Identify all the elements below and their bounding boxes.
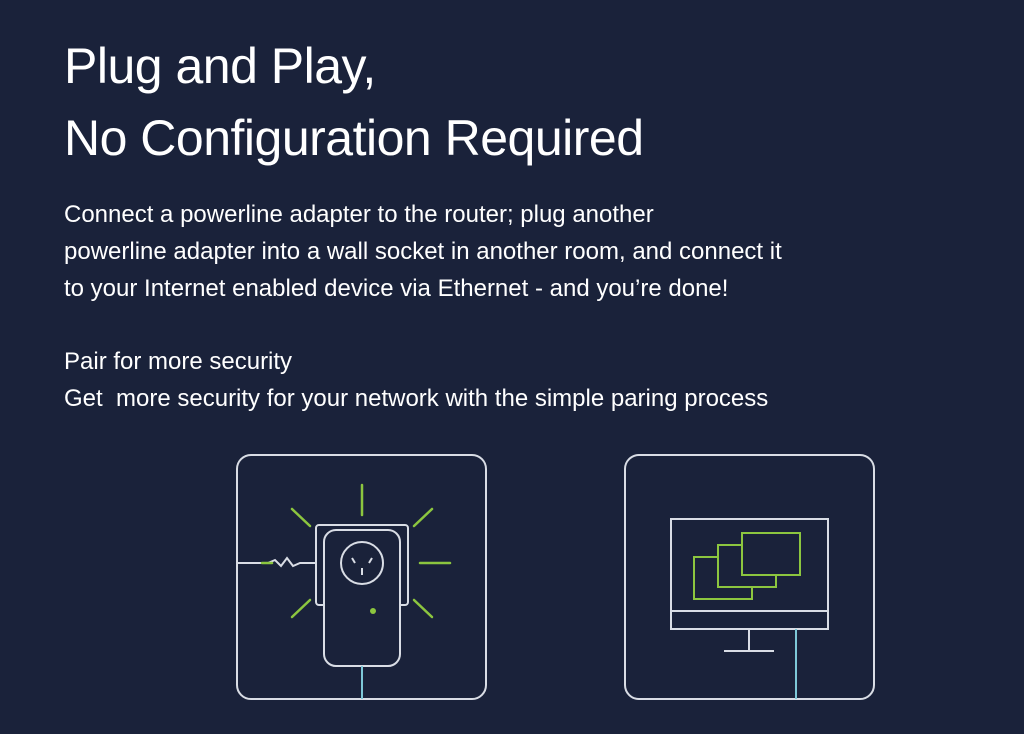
headline-line-2: No Configuration Required bbox=[64, 110, 644, 166]
description-line-1: Connect a powerline adapter to the route… bbox=[64, 201, 654, 228]
adapter-socket bbox=[340, 541, 384, 585]
monitor-screen bbox=[670, 518, 829, 630]
monitor-card-frame bbox=[624, 454, 875, 700]
description-line-2: powerline adapter into a wall socket in … bbox=[64, 238, 782, 265]
headline-line-1: Plug and Play, bbox=[64, 38, 376, 94]
pairing-title: Pair for more security bbox=[64, 348, 293, 375]
pairing-section: Pair for more security Get more security… bbox=[64, 343, 768, 417]
headline: Plug and Play, No Configuration Required bbox=[64, 30, 644, 174]
adapter-led bbox=[370, 608, 376, 614]
adapter-card-frame bbox=[236, 454, 487, 700]
stacked-windows bbox=[693, 532, 801, 600]
monitor-windows-icon bbox=[624, 454, 875, 700]
pairing-text: Get more security for your network with … bbox=[64, 385, 769, 412]
powerline-adapter-icon bbox=[236, 454, 487, 700]
wall-cable bbox=[237, 556, 316, 568]
glow-rays bbox=[260, 483, 452, 619]
adapter-body bbox=[323, 529, 401, 667]
adapter-flange bbox=[315, 524, 409, 606]
description-paragraph: Connect a powerline adapter to the route… bbox=[64, 196, 782, 307]
description-line-3: to your Internet enabled device via Ethe… bbox=[64, 275, 729, 302]
